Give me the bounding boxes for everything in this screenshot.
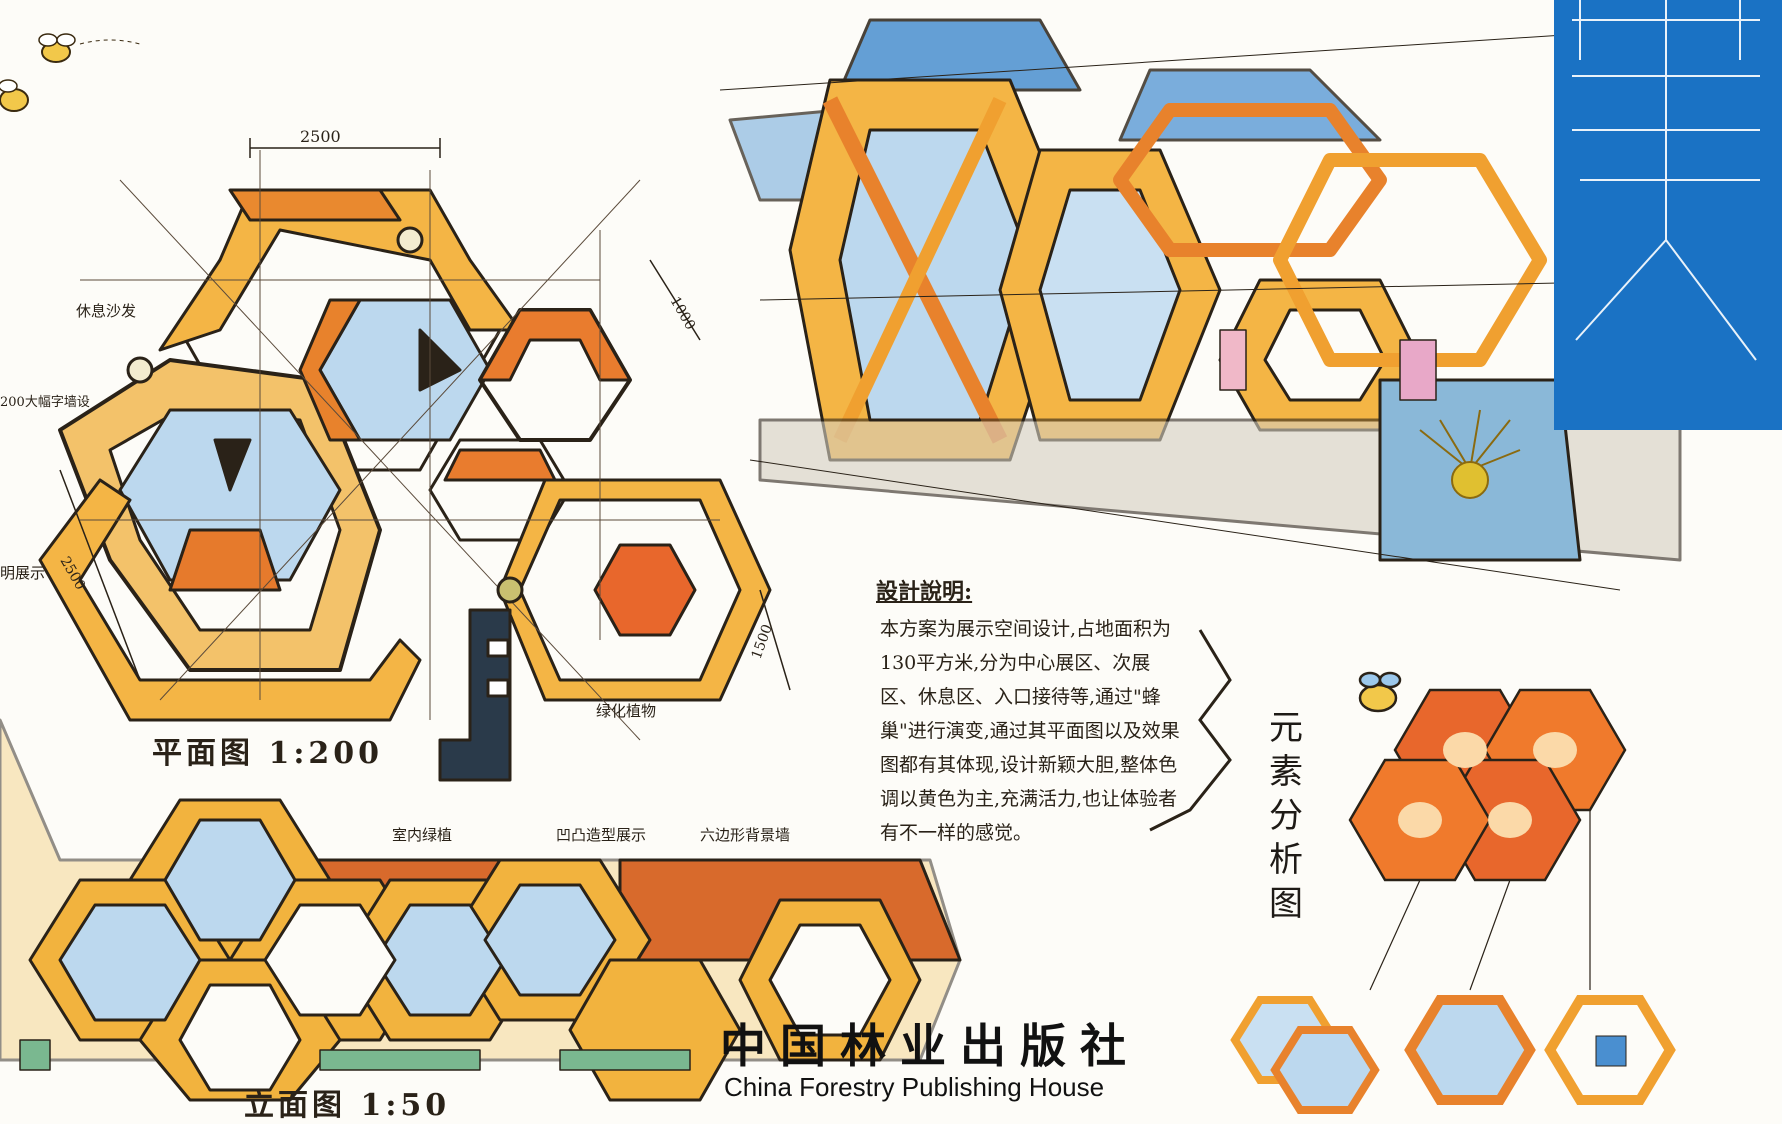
note-divider [1149,629,1232,832]
element-analysis [1230,671,1676,1114]
element-analysis-title: 元素分析图 [1269,708,1303,924]
plan-dimensions [59,138,791,691]
corner-panel-lines [1572,0,1760,361]
bee-icon [0,33,141,112]
elevation-title: 立面图 1:50 [244,1088,451,1123]
plan-label-display: 明展示 [0,564,45,582]
plan-label-rest: 休息沙发 [76,302,136,320]
design-note-title: 設計說明: [876,579,973,605]
plan-label-green: 绿化植物 [596,702,656,720]
publisher-name-cn: 中国林业出版社 [720,1019,1140,1073]
elev-label-plants: 室内绿植 [392,826,452,844]
elevation-drawing [0,718,962,1102]
plan-label-large: 200大幅字墙设 [0,395,90,410]
plan-title: 平面图 1:200 [152,736,384,771]
elev-label-display: 凹凸造型展示 [556,826,646,844]
floor-plan [38,150,772,782]
elev-label-wall: 六边形背景墙 [700,826,790,844]
plan-dim-top: 2500 [300,127,341,146]
perspective-sketch [719,18,1701,591]
corner-panel [1554,0,1782,430]
publisher-name-en: China Forestry Publishing House [724,1072,1105,1102]
plan-dim-right: 1000 [667,294,699,333]
design-note-body: 本方案为展示空间设计,占地面积为130平方米,分为中心展区、次展区、休息区、入口… [880,618,1180,844]
